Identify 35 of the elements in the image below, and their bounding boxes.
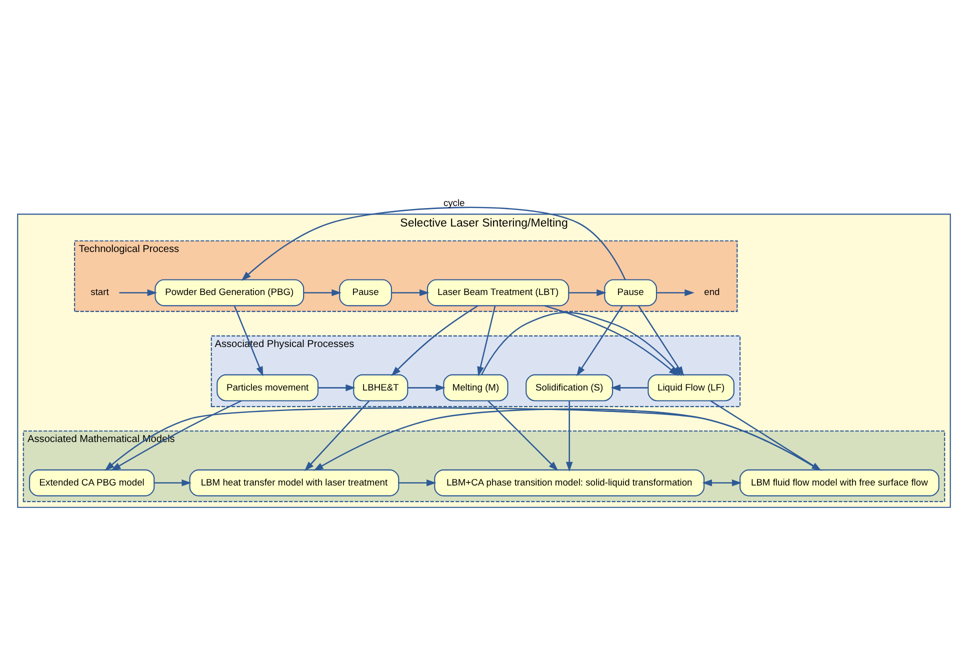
node-box: Melting (M): [443, 374, 508, 402]
node-box: LBM fluid flow model with free surface flow: [740, 469, 940, 496]
arrow: [477, 306, 496, 376]
node-box: Pause: [604, 279, 658, 306]
arrow: [702, 479, 742, 486]
arrow: [408, 384, 446, 392]
node-box: LBM heat transfer model with laser treatment: [189, 469, 400, 496]
arrow: [566, 400, 573, 472]
node-box: Liquid Flow (LF): [648, 374, 734, 402]
arrow: [318, 384, 356, 392]
arrow: [392, 289, 430, 296]
arrow: [391, 305, 478, 376]
node-box: Extended CA PBG model: [29, 469, 155, 496]
arrow: [110, 400, 242, 471]
arrow: [568, 289, 606, 296]
arrow: [488, 400, 558, 472]
node-box: Powder Bed Generation (PBG): [154, 279, 304, 306]
edge-label: cycle: [443, 198, 465, 208]
arrow: [241, 206, 626, 281]
arrow: [656, 289, 694, 296]
arrow: [304, 289, 342, 296]
arrow: [610, 384, 648, 392]
node-box: LBM+CA phase transition model: solid-liquid transformation: [434, 469, 705, 496]
node-box: Pause: [339, 279, 392, 306]
node-text: end: [704, 287, 720, 298]
arrow: [304, 400, 370, 472]
arrow: [576, 306, 623, 376]
node-box: Laser Beam Treatment (LBT): [426, 279, 570, 306]
arrow: [119, 289, 158, 296]
node-box: Solidification (S): [526, 374, 614, 402]
node-box: LBHE&T: [353, 374, 408, 402]
node-box: Particles movement: [216, 374, 319, 402]
arrow: [398, 479, 436, 486]
node-text: start: [90, 287, 109, 298]
arrow: [154, 479, 192, 486]
